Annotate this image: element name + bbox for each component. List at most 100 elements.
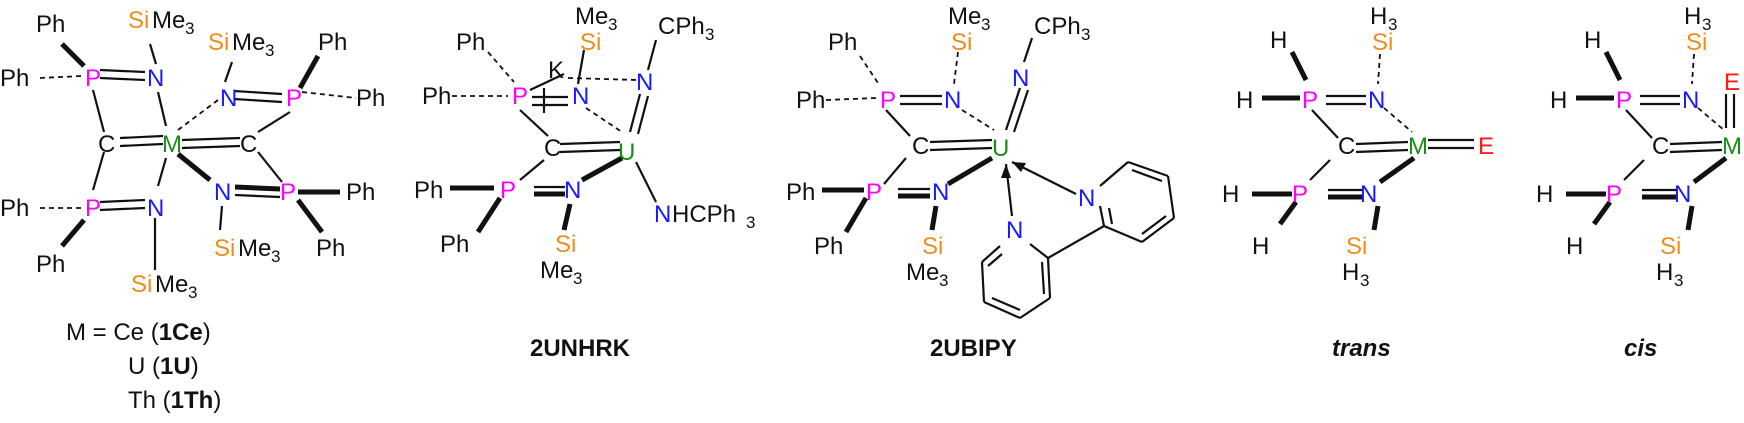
silicon-atom: Si: [922, 233, 943, 260]
nitrogen-atom: N: [572, 83, 589, 110]
pyridine-nitrogen: N: [1006, 217, 1023, 244]
structure-trans: H H P N H 3 Si C M E H P N H Si H 3: [1222, 3, 1494, 290]
silicon-atom: Si: [128, 7, 149, 34]
captions: M = Ce (1Ce) U (1U) Th (1Th) 2UNHRK 2UBI…: [66, 319, 1657, 414]
subscript-3: 3: [939, 271, 948, 290]
hydrogen-atom: H: [1584, 27, 1601, 54]
nitrogen-atom: N: [1012, 65, 1029, 92]
nitrogen-atom: N: [944, 87, 961, 114]
metal-atom-m: M: [1408, 133, 1428, 160]
subscript-3: 3: [188, 283, 197, 302]
phosphorus-atom: P: [1606, 181, 1622, 208]
phosphorus-atom: P: [880, 87, 896, 114]
phenyl-label: Ph: [346, 179, 375, 206]
phenyl-label: Ph: [456, 29, 485, 56]
metal-atom-m: M: [162, 131, 182, 158]
structure-2ubipy: Ph Ph P N Me 3 Si CPh 3 N C U Ph P N Ph …: [786, 3, 1176, 320]
nitrogen-atom: N: [564, 177, 581, 204]
phosphorus-atom: P: [286, 85, 302, 112]
phenyl-label: Ph: [814, 233, 843, 260]
caption-2ubipy: 2UBIPY: [930, 335, 1017, 362]
subscript-3: 3: [185, 19, 194, 38]
methyl-label: Me: [152, 7, 185, 34]
trityl-label: CPh: [1034, 13, 1081, 40]
trityl-amine-label: HCPh: [672, 201, 736, 228]
phosphorus-atom: P: [866, 179, 882, 206]
carbon-atom: C: [240, 131, 257, 158]
subscript-3: 3: [265, 41, 274, 60]
silicon-atom: Si: [208, 29, 229, 56]
hydrogen-atom: H: [1252, 233, 1269, 260]
caption-cis: cis: [1624, 335, 1657, 362]
subscript-3: 3: [981, 15, 990, 34]
hydrogen-atom: H: [1222, 181, 1239, 208]
subscript-3: 3: [271, 247, 280, 266]
hydrogen-atom: H: [1370, 3, 1387, 30]
silicon-atom: Si: [1346, 233, 1367, 260]
hydrogen-atom: H: [1236, 87, 1253, 114]
phosphorus-atom: P: [85, 195, 101, 222]
methyl-label: Me: [232, 29, 265, 56]
methyl-label: Me: [540, 257, 573, 284]
phosphorus-atom: P: [1616, 87, 1632, 114]
phenyl-label: Ph: [828, 29, 857, 56]
silicon-atom: Si: [580, 29, 601, 56]
hydrogen-atom: H: [1550, 87, 1567, 114]
hydrogen-atom: H: [1656, 259, 1673, 286]
methyl-label: Me: [906, 259, 939, 286]
methyl-label: Me: [948, 3, 981, 30]
structure-1-metal-complex: Ph Ph P N Si Me 3 C M C Ph P N Ph Si Me …: [0, 7, 385, 302]
caption-trans: trans: [1332, 335, 1391, 362]
phosphorus-atom: P: [512, 83, 528, 110]
hydrogen-atom: H: [1536, 181, 1553, 208]
pyridine-nitrogen: N: [1078, 185, 1095, 212]
potassium-atom: K: [548, 57, 564, 84]
phosphorus-atom: P: [1302, 87, 1318, 114]
carbon-atom: C: [912, 133, 929, 160]
hydrogen-atom: H: [1270, 27, 1287, 54]
phenyl-label: Ph: [36, 251, 65, 278]
subscript-3: 3: [1388, 15, 1397, 34]
phosphorus-atom: P: [85, 65, 101, 92]
hydrogen-atom: H: [1684, 3, 1701, 30]
nitrogen-atom: N: [220, 85, 237, 112]
structure-2unhrk: Ph Ph P K N Me 3 Si CPh 3 N C U Ph P N P…: [414, 3, 755, 288]
nitrogen-atom: N: [932, 179, 949, 206]
silicon-atom: Si: [1660, 233, 1681, 260]
phenyl-label: Ph: [0, 65, 29, 92]
metal-atom-m: M: [1722, 133, 1742, 160]
silicon-atom: Si: [555, 231, 576, 258]
nitrogen-atom: N: [1368, 87, 1385, 114]
silicon-atom: Si: [951, 29, 972, 56]
caption-2unhrk: 2UNHRK: [530, 335, 631, 362]
nitrogen-atom: N: [147, 195, 164, 222]
subscript-3: 3: [1360, 271, 1369, 290]
hydrogen-atom: H: [1342, 259, 1359, 286]
carbon-atom: C: [98, 131, 115, 158]
phenyl-label: Ph: [440, 231, 469, 258]
phenyl-label: Ph: [414, 177, 443, 204]
phenyl-label: Ph: [796, 87, 825, 114]
nitrogen-atom: N: [636, 69, 653, 96]
phenyl-label: Ph: [422, 83, 451, 110]
uranium-atom: U: [992, 135, 1009, 162]
nitrogen-atom: N: [1674, 181, 1691, 208]
subscript-3: 3: [1081, 25, 1090, 44]
subscript-3: 3: [746, 213, 755, 232]
chalcogen-atom-e: E: [1724, 69, 1740, 96]
methyl-label: Me: [155, 271, 188, 298]
subscript-3: 3: [1674, 271, 1683, 290]
subscript-3: 3: [705, 25, 714, 44]
phenyl-label: Ph: [786, 179, 815, 206]
phosphorus-atom: P: [280, 179, 296, 206]
phenyl-label: Ph: [36, 11, 65, 38]
phenyl-label: Ph: [0, 195, 29, 222]
uranium-atom: U: [618, 139, 635, 166]
phenyl-label: Ph: [316, 235, 345, 262]
caption-uranium: U (1U): [128, 353, 199, 380]
chalcogen-atom-e: E: [1478, 133, 1494, 160]
phenyl-label: Ph: [318, 29, 347, 56]
carbon-atom: C: [1652, 133, 1669, 160]
subscript-3: 3: [608, 15, 617, 34]
